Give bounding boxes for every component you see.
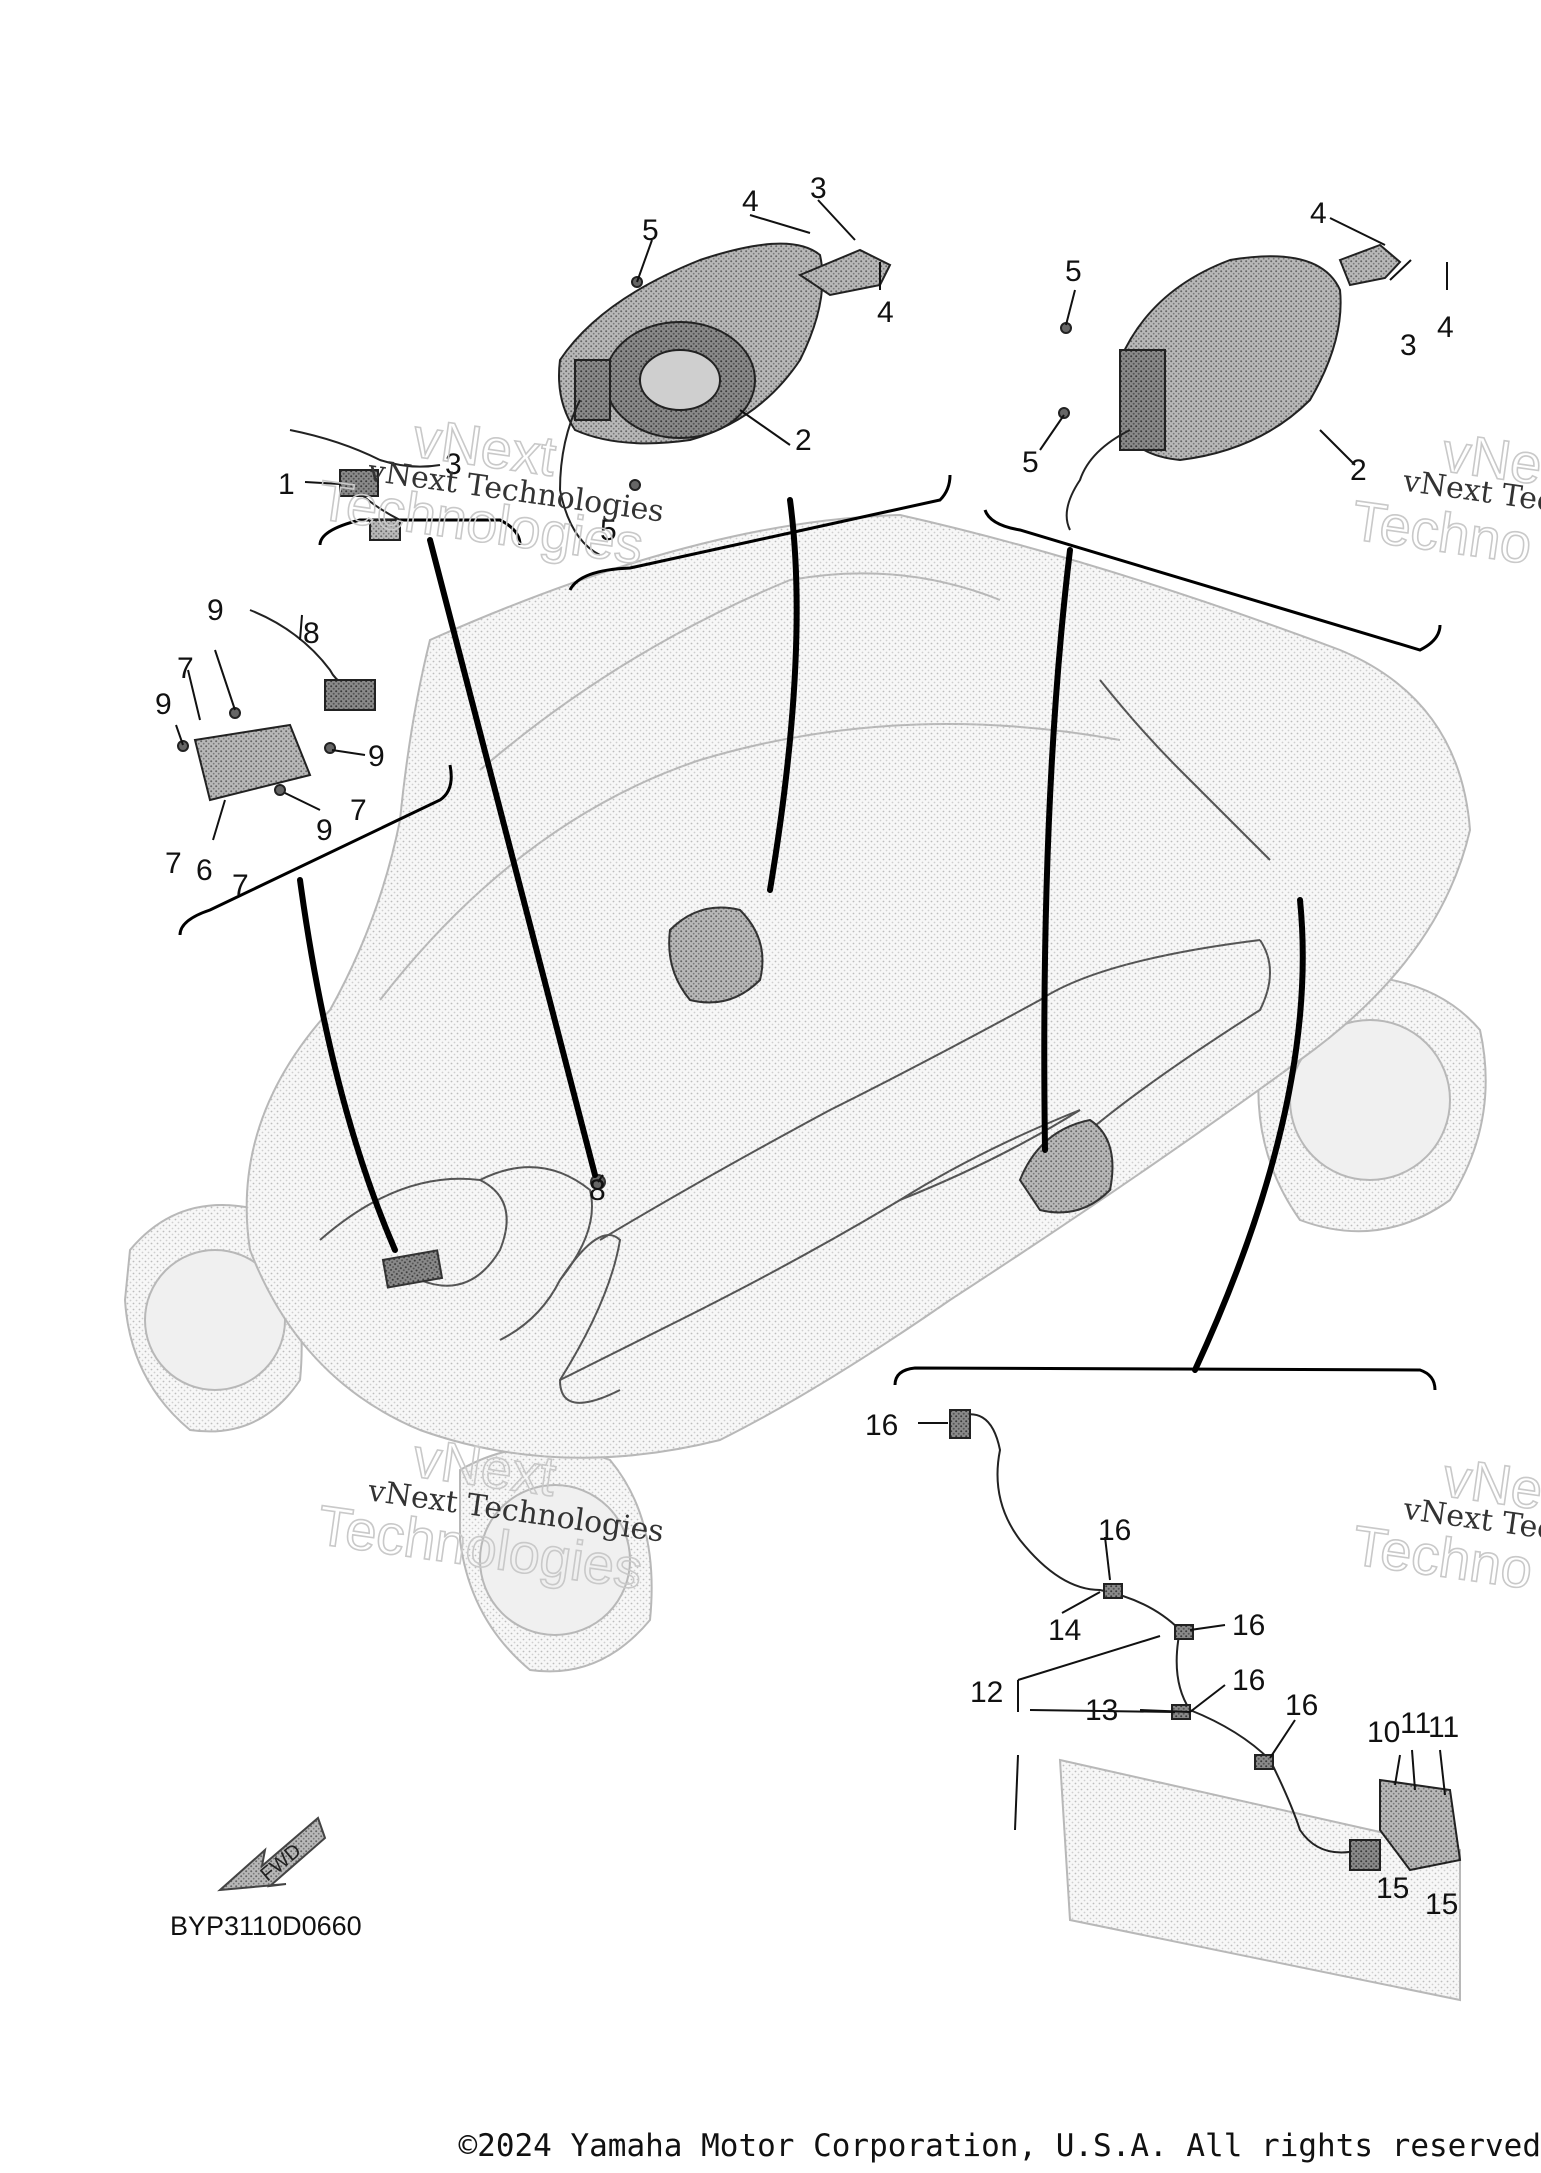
callout-3: 3 (810, 172, 827, 205)
callout-7: 7 (232, 869, 249, 902)
callout-16: 16 (1232, 1664, 1265, 1697)
callout-5: 5 (1022, 446, 1039, 479)
callout-3: 3 (1400, 329, 1417, 362)
fwd-arrow-icon: FWD (217, 1816, 327, 1892)
vehicle-components (381, 906, 1114, 1289)
callout-5: 5 (600, 514, 617, 547)
callout-1: 1 (278, 468, 295, 501)
callout-16: 16 (1098, 1514, 1131, 1547)
watermark-right-top: vNe vNext Tec Techno (1347, 419, 1541, 576)
wire-harness (319, 679, 1271, 1404)
group-harness (949, 1409, 1462, 1872)
callout-labels: 1 2 2 3 3 3 4 4 4 4 5 5 5 5 6 7 7 7 7 8 … (155, 172, 1459, 1921)
leader-lines (297, 497, 1306, 1373)
callout-16: 16 (1285, 1689, 1318, 1722)
callout-4: 4 (877, 296, 894, 329)
diagram-code: BYP3110D0660 (170, 1911, 362, 1941)
callout-16: 16 (865, 1409, 898, 1442)
callout-4: 4 (742, 185, 759, 218)
callout-16: 16 (1232, 1609, 1265, 1642)
callout-4: 4 (1437, 311, 1454, 344)
callout-3: 3 (445, 448, 462, 481)
group-box-left (558, 242, 892, 556)
callout-5: 5 (642, 214, 659, 247)
callout-15: 15 (1425, 1888, 1458, 1921)
callout-8: 8 (303, 617, 320, 650)
callout-13: 13 (1085, 1694, 1118, 1727)
callout-9: 9 (155, 688, 172, 721)
callout-2: 2 (1350, 454, 1367, 487)
callout-8: 8 (589, 1174, 606, 1207)
callout-11: 11 (1400, 1707, 1431, 1740)
callout-10: 10 (1367, 1716, 1400, 1749)
callout-7: 7 (177, 652, 194, 685)
callout-2: 2 (795, 424, 812, 457)
copyright-notice: ©2024 Yamaha Motor Corporation, U.S.A. A… (458, 2128, 1541, 2164)
callout-7: 7 (350, 794, 367, 827)
callout-9: 9 (316, 814, 333, 847)
group-module (177, 609, 376, 802)
watermark-right-bottom: vNe vNext Tec Techno (1348, 1444, 1541, 1601)
callout-9: 9 (207, 594, 224, 627)
group-brackets (178, 474, 1442, 1391)
callout-5: 5 (1065, 255, 1082, 288)
callout-6: 6 (196, 854, 213, 887)
svg-text:vNe: vNe (1439, 420, 1541, 496)
callout-12: 12 (970, 1676, 1003, 1709)
callout-4: 4 (1310, 197, 1327, 230)
callout-14: 14 (1048, 1614, 1081, 1647)
callout-7: 7 (165, 847, 182, 880)
vehicle-body (123, 513, 1487, 2002)
svg-text:vNe: vNe (1439, 1445, 1541, 1521)
callout-11: 11 (1428, 1711, 1459, 1744)
callout-leaders (175, 199, 1448, 1831)
group-connector-item1 (289, 429, 441, 541)
group-box-right (1058, 243, 1402, 531)
callout-9: 9 (368, 740, 385, 773)
callout-15: 15 (1376, 1872, 1409, 1905)
